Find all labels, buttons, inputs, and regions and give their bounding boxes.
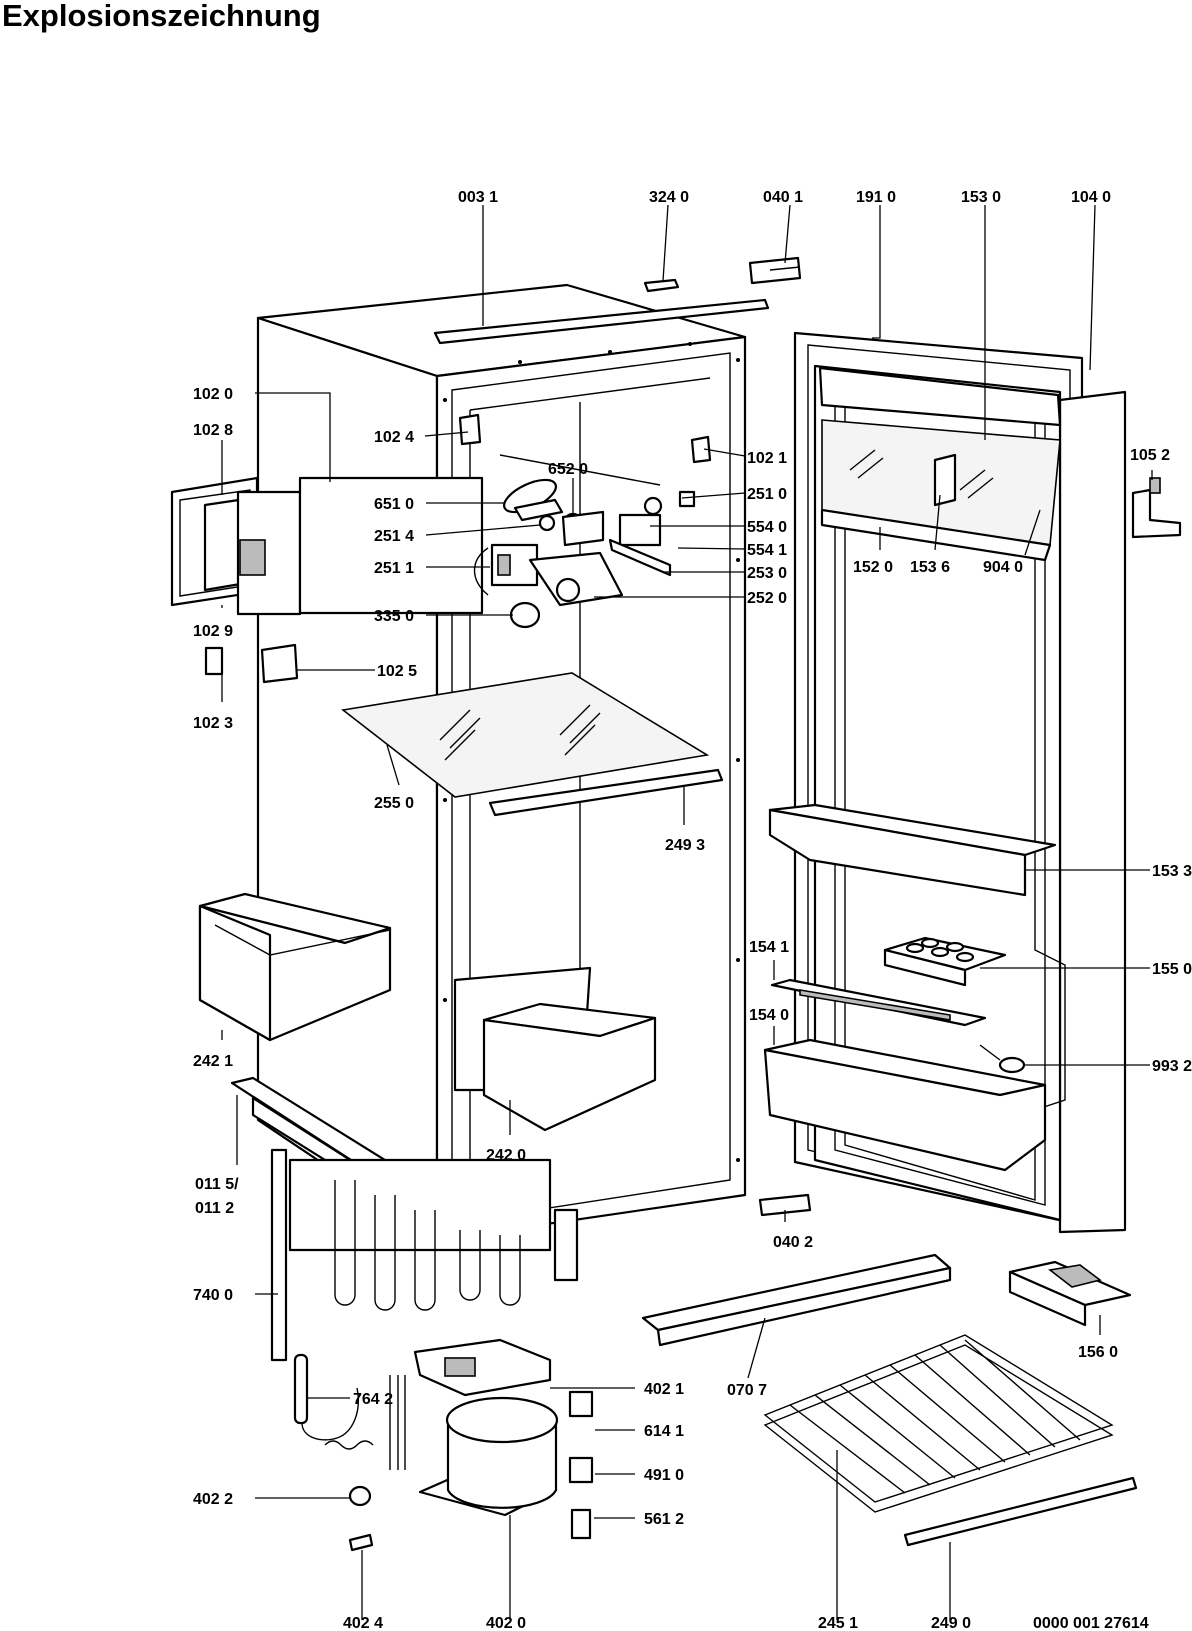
label-1020: 102 0 (193, 386, 233, 403)
label-4022: 402 2 (193, 1491, 233, 1508)
clip-402-4 (348, 1533, 374, 1552)
clip-561-2 (570, 1508, 592, 1540)
thermostat-housing (458, 413, 712, 629)
label-2490: 249 0 (931, 1615, 971, 1631)
side-panel-assembly (170, 476, 484, 616)
compressor (389, 1375, 559, 1517)
label-1910: 191 0 (856, 189, 896, 206)
top-rail (433, 298, 770, 345)
label-1025: 102 5 (377, 663, 417, 680)
door (763, 331, 1182, 1234)
label-7642: 764 2 (353, 1391, 393, 1408)
label-0402: 040 2 (773, 1234, 813, 1251)
label-4020: 402 0 (486, 1615, 526, 1631)
label-9040: 904 0 (983, 559, 1023, 576)
label-4021: 402 1 (644, 1381, 684, 1398)
glass-shelf (341, 672, 710, 798)
label-6510: 651 0 (374, 496, 414, 513)
label-0401: 040 1 (763, 189, 803, 206)
part-labels: 003 1 324 0 040 1 191 0 153 0 104 0 102 … (193, 189, 1192, 1631)
cover-491-0 (568, 1456, 594, 1484)
label-1023: 102 3 (193, 715, 233, 732)
label-1540: 154 0 (749, 1007, 789, 1024)
label-1520: 152 0 (853, 559, 893, 576)
label-5541: 554 1 (747, 542, 787, 559)
label-5612: 561 2 (644, 1511, 684, 1528)
upper-hinge-bracket (748, 256, 802, 285)
label-9932: 993 2 (1152, 1058, 1192, 1075)
label-2420: 242 0 (486, 1147, 526, 1164)
label-3240: 324 0 (649, 189, 689, 206)
compressor-bracket (413, 1338, 552, 1397)
label-1536: 153 6 (910, 559, 950, 576)
label-2421: 242 1 (193, 1053, 233, 1070)
label-1029: 102 9 (193, 623, 233, 640)
label-1550: 155 0 (1152, 961, 1192, 978)
page-title: Explosionszeichnung (2, 0, 321, 33)
drawing-number: 0000 001 27614 (1033, 1615, 1149, 1631)
label-1028: 102 8 (193, 422, 233, 439)
lower-hinge-bracket (758, 1193, 812, 1217)
shelf-front-trim (903, 1476, 1138, 1547)
cover-strip (641, 1253, 952, 1332)
hinge-cover (260, 643, 299, 684)
label-2451: 245 1 (818, 1615, 858, 1631)
crisper-drawer-right (453, 966, 657, 1132)
label-1530: 153 0 (961, 189, 1001, 206)
crisper-drawer-left (198, 892, 392, 1042)
label-1052: 105 2 (1130, 447, 1170, 464)
label-2510: 251 0 (747, 486, 787, 503)
condenser-coil (270, 1148, 579, 1362)
label-5540: 554 0 (747, 519, 787, 536)
label-1533: 153 3 (1152, 863, 1192, 880)
label-1560: 156 0 (1078, 1344, 1118, 1361)
foot-402-2 (348, 1485, 372, 1507)
label-6520: 652 0 (548, 461, 588, 478)
filter-drier (293, 1353, 374, 1450)
leader-lines (221, 204, 1153, 1620)
label-2520: 252 0 (747, 590, 787, 607)
label-7400: 740 0 (193, 1287, 233, 1304)
ice-cube-tray (1008, 1260, 1132, 1327)
label-0031: 003 1 (458, 189, 498, 206)
label-2550: 255 0 (374, 795, 414, 812)
label-1021: 102 1 (747, 450, 787, 467)
label-1040: 104 0 (1071, 189, 1111, 206)
label-2514: 251 4 (374, 528, 414, 545)
relay-614-1 (568, 1390, 594, 1418)
label-4024: 402 4 (343, 1615, 383, 1631)
hinge-pin-part (204, 646, 224, 676)
top-clip (643, 278, 680, 293)
label-4910: 491 0 (644, 1467, 684, 1484)
label-6141: 614 1 (644, 1423, 684, 1440)
label-1541: 154 1 (749, 939, 789, 956)
label-0707: 070 7 (727, 1382, 767, 1399)
wire-shelf (763, 1334, 1114, 1513)
label-1024: 102 4 (374, 429, 414, 446)
label-2530: 253 0 (747, 565, 787, 582)
label-0112: 011 2 (195, 1200, 234, 1217)
label-2493: 249 3 (665, 837, 705, 854)
label-3350: 335 0 (374, 608, 414, 625)
label-2511: 251 1 (374, 560, 414, 577)
label-0115: 011 5/ (195, 1176, 239, 1193)
shelf-trim (488, 768, 724, 817)
